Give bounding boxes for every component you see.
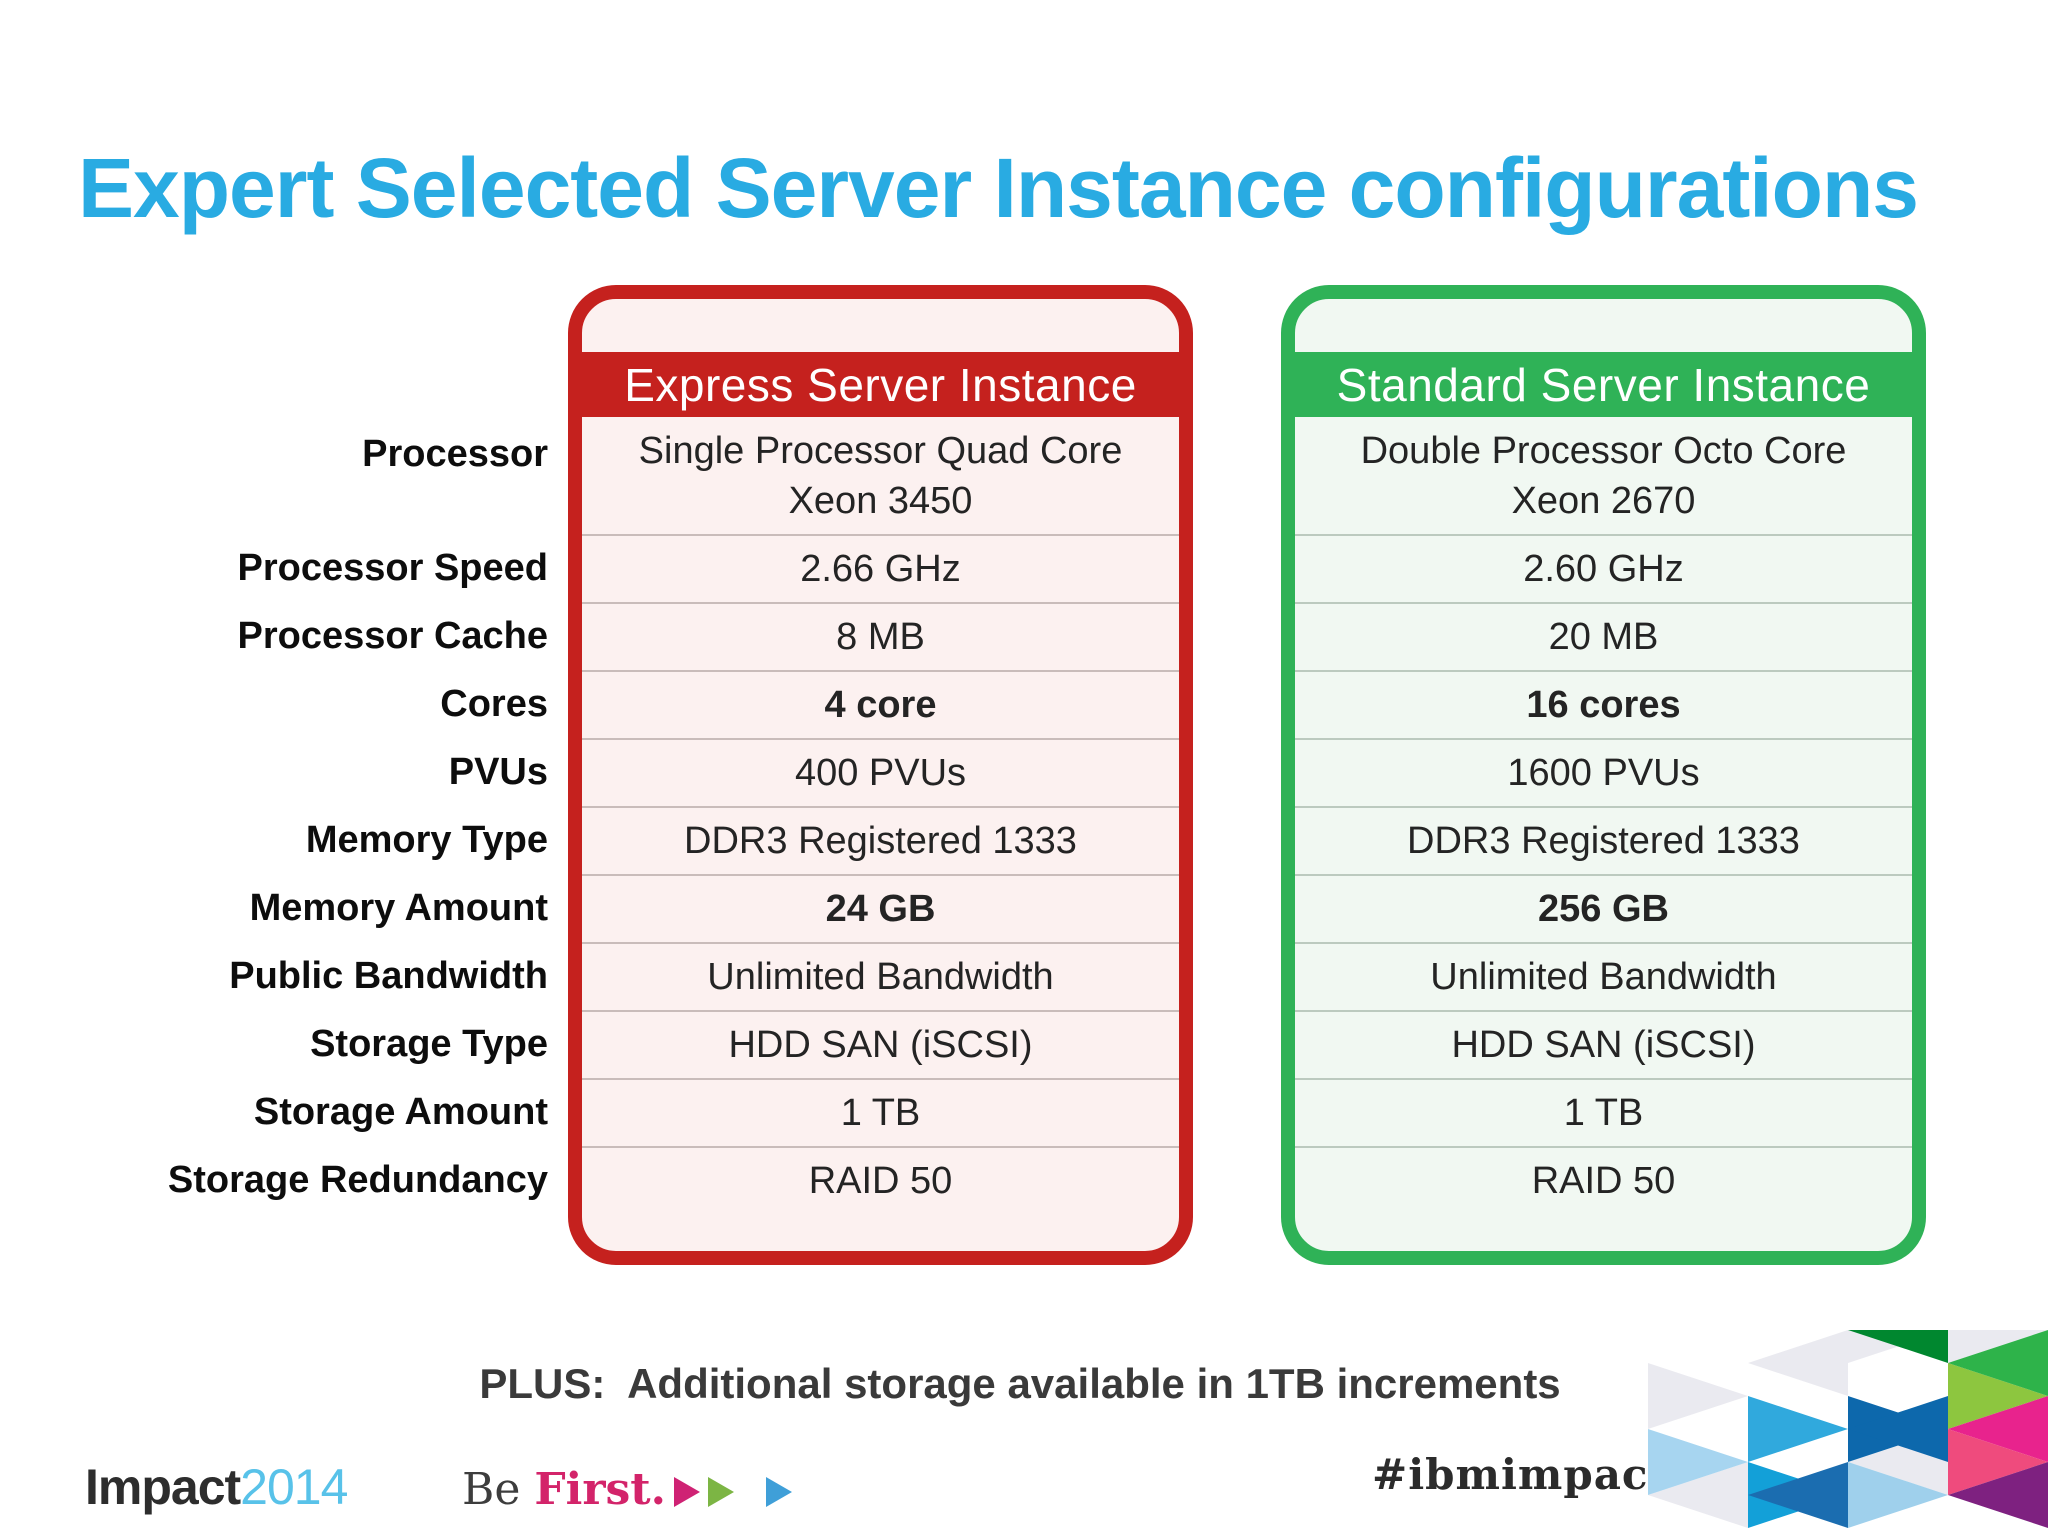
impact-logo-word: Impact: [85, 1459, 241, 1515]
spec-cell: 256 GB: [1295, 874, 1912, 942]
forward-arrow-icon: [765, 1477, 792, 1507]
spec-cell: 4 core: [582, 670, 1179, 738]
row-label-storage-redundancy: Storage Redundancy: [167, 1159, 548, 1201]
spec-cell: HDD SAN (iSCSI): [582, 1010, 1179, 1078]
spec-cell: DDR3 Registered 1333: [1295, 806, 1912, 874]
spec-cell: 1 TB: [1295, 1078, 1912, 1146]
spec-cell: 16 cores: [1295, 670, 1912, 738]
spec-cell: HDD SAN (iSCSI): [1295, 1010, 1912, 1078]
tagline-first: First.: [534, 1464, 666, 1515]
express-server-card: Express Server Instance Single Processor…: [568, 285, 1193, 1265]
spec-cell: Unlimited Bandwidth: [1295, 942, 1912, 1010]
slide-title: Expert Selected Server Instance configur…: [78, 141, 1919, 235]
be-first-tagline: Be First.: [462, 1464, 792, 1515]
row-label-memory-amount: Memory Amount: [249, 887, 548, 929]
express-card-toppad: [582, 299, 1179, 352]
additional-storage-note: PLUS: Additional storage available in 1T…: [479, 1360, 1561, 1407]
row-label-storage-amount: Storage Amount: [253, 1091, 548, 1133]
spec-cell: 8 MB: [582, 602, 1179, 670]
spec-cell: DDR3 Registered 1333: [582, 806, 1179, 874]
row-label-pvus: PVUs: [448, 751, 548, 793]
express-card-header: Express Server Instance: [582, 352, 1179, 417]
spec-cell: 400 PVUs: [582, 738, 1179, 806]
spec-cell: RAID 50: [1295, 1146, 1912, 1214]
spec-cell: 2.60 GHz: [1295, 534, 1912, 602]
spec-cell: 1 TB: [582, 1078, 1179, 1146]
row-label-processor-cache: Processor Cache: [237, 615, 549, 657]
spec-cell: 1600 PVUs: [1295, 738, 1912, 806]
spec-cell: 2.66 GHz: [582, 534, 1179, 602]
row-label-processor-speed: Processor Speed: [237, 547, 548, 589]
standard-card-toppad: [1295, 299, 1912, 352]
row-label-processor: Processor: [362, 433, 548, 475]
impact-2014-logo: Impact2014: [85, 1458, 348, 1516]
spec-cell: 24 GB: [582, 874, 1179, 942]
triangle-mosaic-graphic: [1648, 1330, 2048, 1528]
spec-cell: RAID 50: [582, 1146, 1179, 1214]
spec-cell: Unlimited Bandwidth: [582, 942, 1179, 1010]
tagline-be: Be: [462, 1464, 521, 1515]
forward-arrow-icon: [707, 1477, 734, 1507]
row-label-cores: Cores: [440, 683, 548, 725]
forward-arrow-icon: [673, 1477, 700, 1507]
row-label-memory-type: Memory Type: [305, 819, 548, 861]
standard-card-header: Standard Server Instance: [1295, 352, 1912, 417]
ibmimpact-hashtag: #ibmimpact: [1372, 1450, 1669, 1499]
impact-logo-year: 2014: [240, 1459, 348, 1515]
standard-server-card: Standard Server Instance Double Processo…: [1281, 285, 1926, 1265]
row-label-storage-type: Storage Type: [310, 1023, 548, 1065]
spec-cell: 20 MB: [1295, 602, 1912, 670]
row-label-public-bandwidth: Public Bandwidth: [229, 955, 548, 997]
